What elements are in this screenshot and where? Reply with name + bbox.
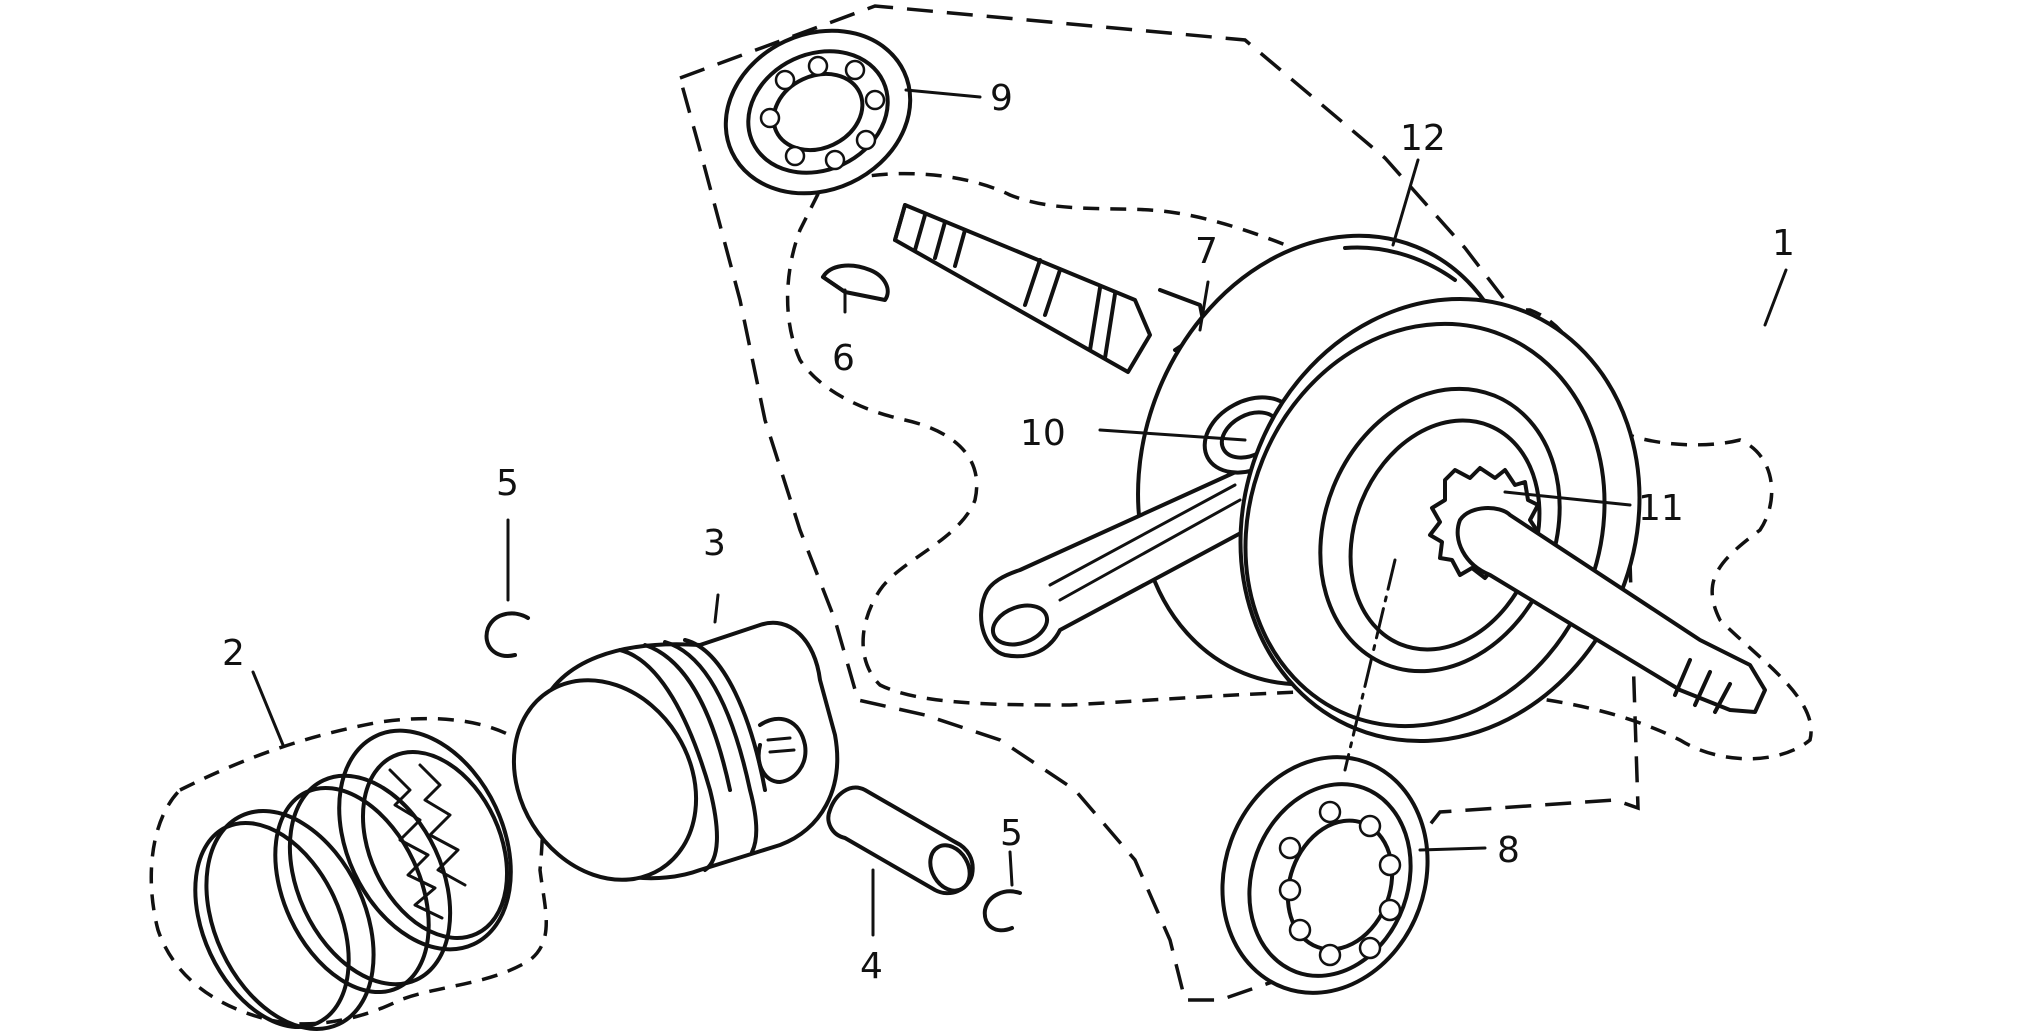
piston-pin <box>826 785 975 896</box>
clip-bottom <box>982 889 1022 933</box>
crankshaft <box>893 203 1767 744</box>
label-10: 10 <box>1020 413 1066 454</box>
label-9: 9 <box>990 78 1013 119</box>
piston-ring-set <box>193 728 513 1031</box>
label-5-bottom: 5 <box>1000 813 1023 854</box>
centerline <box>1343 558 1397 772</box>
ring-set-boundary <box>149 716 548 1026</box>
clip-top <box>484 611 530 658</box>
label-3: 3 <box>703 523 726 564</box>
assembly-boundary-outer <box>677 4 1640 1002</box>
label-12: 12 <box>1400 118 1446 159</box>
woodruff-key <box>821 263 890 302</box>
label-6: 6 <box>832 338 855 379</box>
label-5-top: 5 <box>496 463 519 504</box>
label-4: 4 <box>860 946 883 987</box>
label-11: 11 <box>1638 488 1684 529</box>
label-7: 7 <box>1195 231 1218 272</box>
leader-lines <box>251 88 1788 937</box>
label-8: 8 <box>1497 830 1520 871</box>
bearing-lower <box>1220 755 1430 995</box>
bearing-upper <box>723 28 913 196</box>
assembly-boundary-inner <box>785 171 1813 761</box>
label-2: 2 <box>222 633 245 674</box>
label-1: 1 <box>1772 223 1795 264</box>
piston <box>511 620 840 882</box>
